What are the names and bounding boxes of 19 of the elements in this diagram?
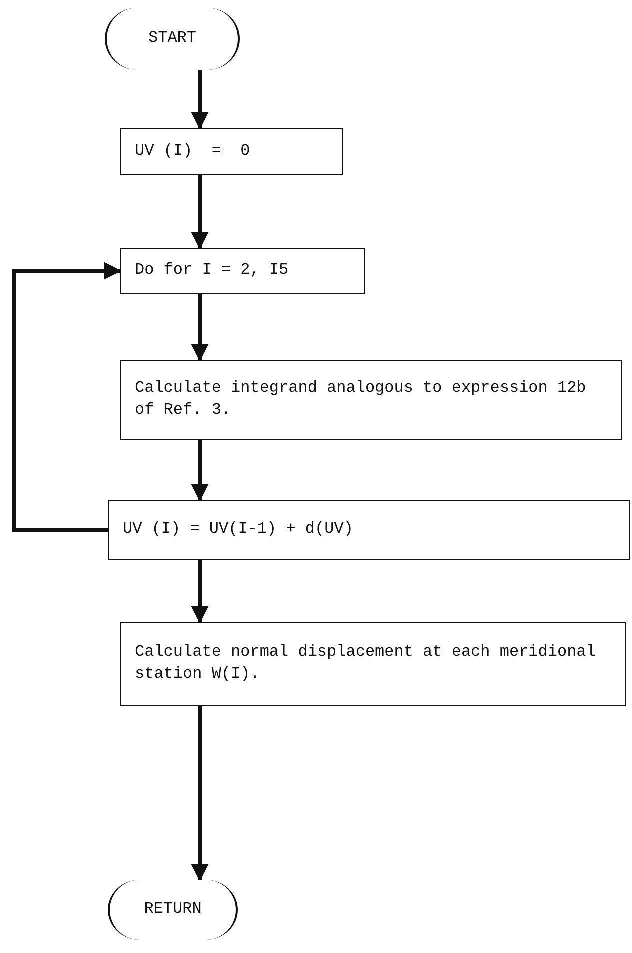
node-text: Calculate integrand analogous to expression 12b of Ref. 3. [135,378,588,421]
arrow [191,440,209,502]
process-box [120,128,343,175]
arrow [191,294,209,362]
process-box [120,622,626,706]
arrow [191,70,209,130]
node-text: Do for I = 2, I5 [135,260,289,282]
node-text: START [148,28,196,50]
node-text: UV (I) = 0 [135,140,250,162]
loop-box [120,248,365,294]
process-box [108,500,630,560]
arrow [12,262,122,532]
process-box [120,360,622,440]
arrow [191,560,209,624]
node-text: Calculate normal displacement at each meridional station W(I). [135,642,597,685]
node-text: RETURN [144,899,202,920]
node-text: UV (I) = UV(I-1) + d(UV) [123,519,354,540]
arrow [191,175,209,250]
arrow [191,706,209,882]
